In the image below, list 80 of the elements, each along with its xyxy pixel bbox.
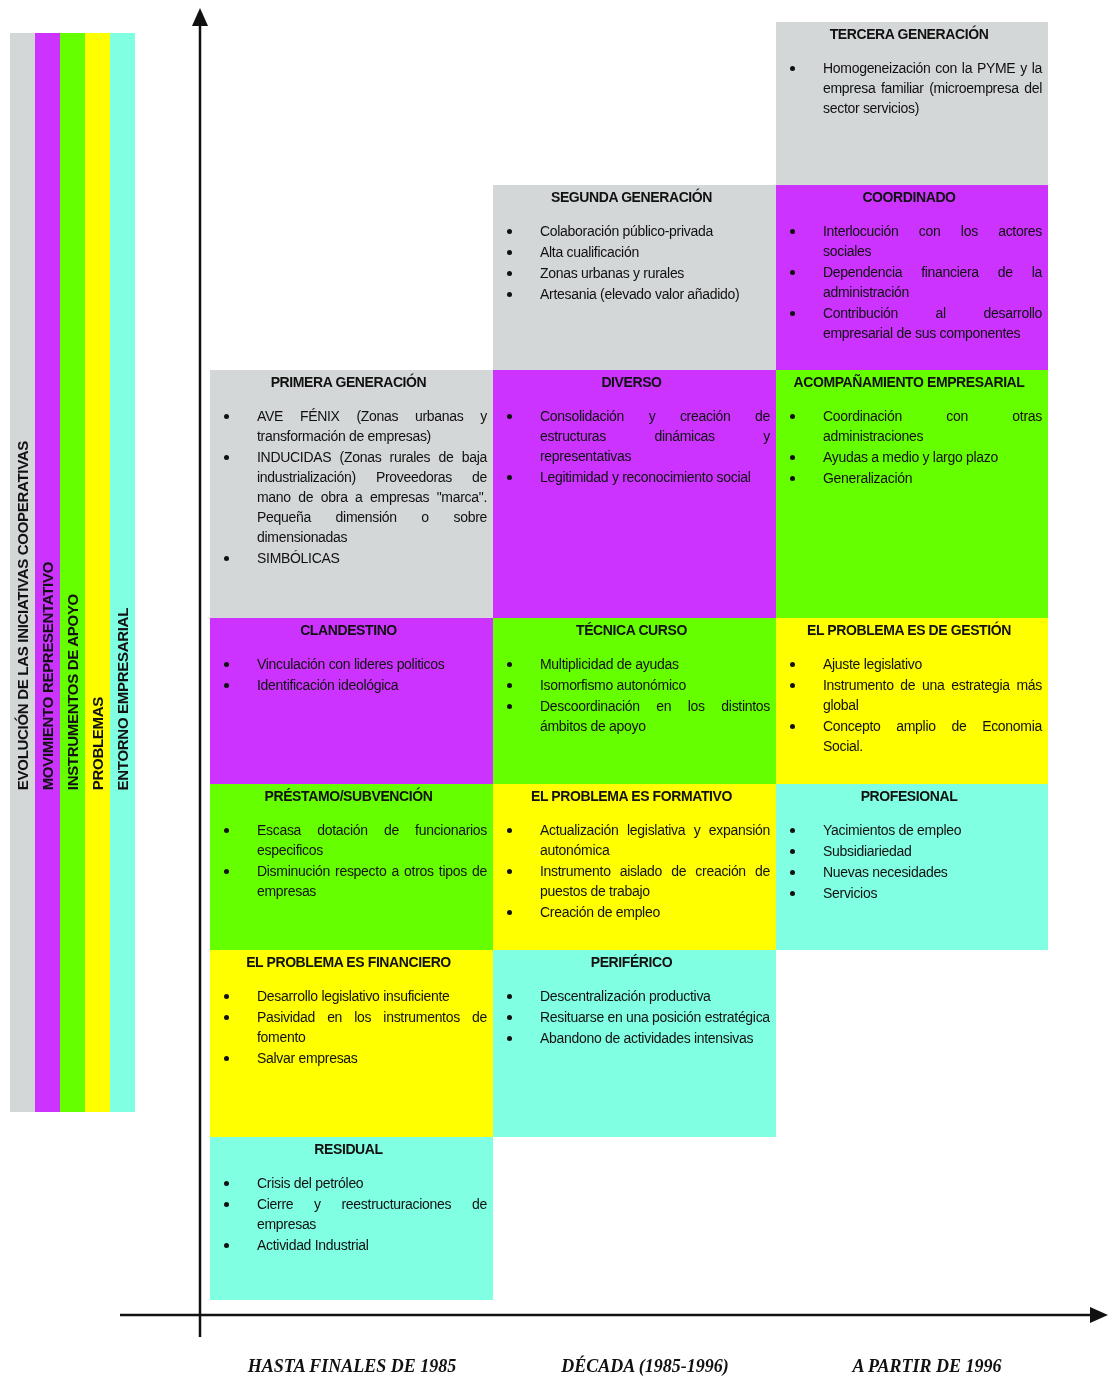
cell-heading: ACOMPAÑAMIENTO EMPRESARIAL	[792, 373, 1026, 392]
bullet-text: Generalización	[823, 469, 913, 488]
bullet-text: Nuevas necesidades	[823, 863, 948, 882]
bullet-text: Creación de empleo	[540, 903, 660, 922]
bullet-text: Multiplicidad de ayudas	[540, 655, 679, 674]
bullet-text: Pasividad en los instrumentos de fomento	[257, 1008, 487, 1047]
cell-heading: TÉCNICA CURSO	[575, 621, 688, 640]
bullet-text: Alta cualificación	[540, 243, 639, 262]
axis-period-label: DÉCADA (1985-1996)	[561, 1354, 729, 1378]
category-cell	[493, 370, 776, 618]
bullet-text: Salvar empresas	[257, 1049, 358, 1068]
cell-heading: PRIMERA GENERACIÓN	[269, 372, 428, 392]
bullet-text: Contribución al desarrollo empresarial de sus componentes	[823, 304, 1042, 343]
category-cell	[776, 618, 1048, 784]
bullet-text: Vinculación con lideres politicos	[257, 655, 445, 674]
bullet-text: Colaboración público-privada	[540, 222, 713, 241]
bullet-text: Identificación ideológica	[257, 676, 399, 695]
cell-heading: EL PROBLEMA ES DE GESTIÓN	[806, 620, 1012, 640]
axis-period-label: A PARTIR DE 1996	[852, 1355, 1002, 1378]
cell-heading: SEGUNDA GENERACIÓN	[549, 187, 714, 207]
category-cell	[210, 784, 493, 950]
category-cell	[776, 22, 1048, 185]
bullet-text: Servicios	[823, 884, 878, 903]
legend-label: PROBLEMAS	[88, 696, 107, 790]
cell-heading: EL PROBLEMA ES FINANCIERO	[245, 953, 452, 972]
cell-heading: TERCERA GENERACIÓN	[828, 24, 990, 44]
cell-heading: RESIDUAL	[313, 1140, 384, 1159]
axis-period-label: HASTA FINALES DE 1985	[247, 1355, 457, 1378]
cell-heading: EL PROBLEMA ES FORMATIVO	[530, 787, 733, 806]
legend-label: EVOLUCIÓN DE LAS INICIATIVAS COOPERATIVAS	[13, 440, 32, 790]
category-cell	[776, 185, 1048, 370]
bullet-text: Dependencia financiera de la administración	[823, 263, 1042, 302]
category-cell	[493, 185, 776, 370]
bullet-text: INDUCIDAS (Zonas rurales de baja industrialización) Proveedoras de mano de obra a empresas "marca". Pequeña dimensión o sobre dimensionadas	[257, 448, 487, 547]
category-cell	[776, 784, 1048, 950]
category-cell	[493, 950, 776, 1137]
cell-heading: COORDINADO	[861, 188, 957, 207]
cell-heading: PRÉSTAMO/SUBVENCIÓN	[263, 786, 434, 806]
cell-heading: PROFESIONAL	[859, 787, 959, 806]
legend-label: MOVIMIENTO REPRESENTATIVO	[38, 561, 57, 790]
category-cell	[493, 618, 776, 784]
bullet-text: Subsidiariedad	[823, 842, 912, 861]
category-cell	[210, 370, 493, 618]
bullet-text: Legitimidad y reconocimiento social	[540, 468, 751, 487]
category-cell	[493, 784, 776, 950]
bullet-text: Instrumento de una estrategia más global	[823, 676, 1042, 715]
bullet-text: Isomorfismo autonómico	[540, 676, 686, 695]
cell-heading: DIVERSO	[600, 373, 663, 392]
bullet-text: Desarrollo legislativo insuficiente	[257, 987, 450, 1006]
bullet-text: Actualización legislativa y expansión autonómica	[540, 821, 770, 860]
bullet-text: Zonas urbanas y rurales	[540, 264, 685, 283]
bullet-text: Descoordinación en los distintos ámbitos de apoyo	[540, 697, 770, 736]
bullet-text: Disminución respecto a otros tipos de empresas	[257, 862, 487, 901]
bullet-text: AVE FÉNIX (Zonas urbanas y transformación de empresas)	[257, 407, 487, 446]
bullet-text: Yacimientos de empleo	[823, 821, 962, 840]
legend-label: INSTRUMENTOS DE APOYO	[63, 593, 82, 790]
cell-heading: CLANDESTINO	[299, 621, 398, 640]
bullet-text: Ayudas a medio y largo plazo	[823, 448, 998, 467]
bullet-text: Concepto amplio de Economia Social.	[823, 717, 1042, 756]
bullet-text: Coordinación con otras administraciones	[823, 407, 1042, 446]
category-cell	[210, 1137, 493, 1300]
bullet-text: Cierre y reestructuraciones de empresas	[257, 1195, 487, 1234]
bullet-text: Crisis del petróleo	[257, 1174, 364, 1193]
bullet-text: Abandono de actividades intensivas	[540, 1029, 754, 1048]
category-cell	[210, 950, 493, 1137]
cell-heading: PERIFÉRICO	[589, 953, 674, 972]
bullet-text: Homogeneización con la PYME y la empresa familiar (microempresa del sector servicios)	[823, 59, 1042, 118]
bullet-text: Descentralización productiva	[540, 987, 711, 1006]
bullet-text: Instrumento aislado de creación de puestos de trabajo	[540, 862, 770, 901]
category-cell	[776, 370, 1048, 618]
bullet-text: SIMBÓLICAS	[257, 549, 340, 568]
bullet-text: Interlocución con los actores sociales	[823, 222, 1042, 261]
bullet-text: Actividad Industrial	[257, 1236, 369, 1255]
category-cell	[210, 618, 493, 784]
bullet-text: Resituarse en una posición estratégica	[540, 1008, 770, 1027]
bullet-text: Escasa dotación de funcionarios especificos	[257, 821, 487, 860]
bullet-text: Ajuste legislativo	[823, 655, 922, 674]
bullet-text: Consolidación y creación de estructuras dinámicas y representativas	[540, 407, 770, 466]
legend-label: ENTORNO EMPRESARIAL	[113, 607, 132, 790]
bullet-text: Artesania (elevado valor añadido)	[540, 285, 740, 304]
